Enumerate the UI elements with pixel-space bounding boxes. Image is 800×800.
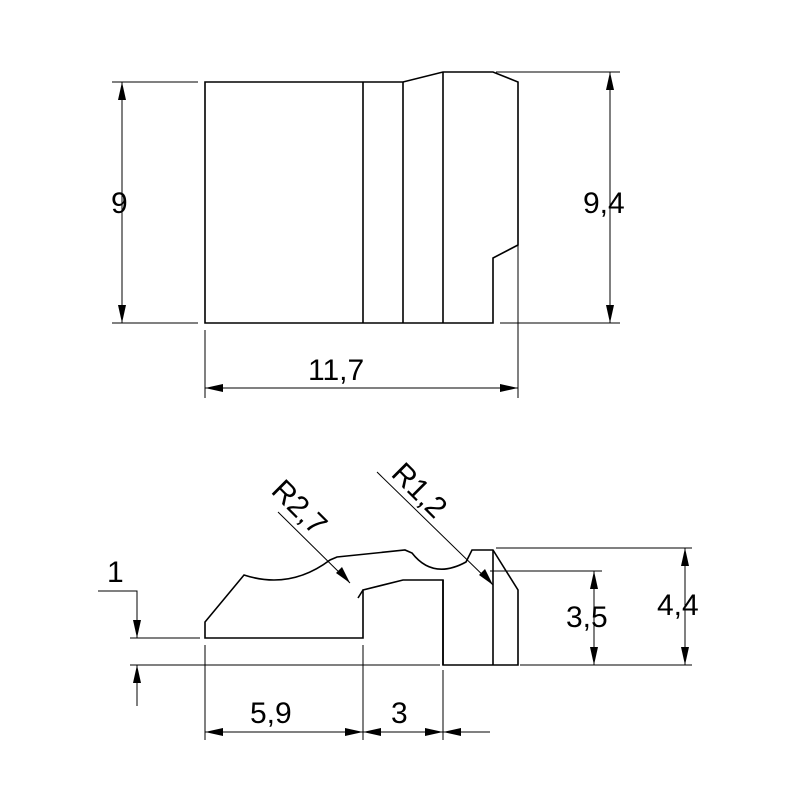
dim-width-3-label: 3	[391, 697, 408, 730]
dim-radius-1-2-label: R1,2	[385, 457, 453, 525]
dimension-widths: 5,9 3	[204, 645, 490, 740]
front-view-outline	[204, 549, 519, 666]
front-view: 1 R2,7 R1,2 3,5 4,4	[98, 457, 699, 740]
dim-height-9-4-label: 9,4	[583, 187, 625, 220]
dimension-height-9-4: 9,4	[496, 71, 625, 324]
dimension-height-9: 9	[111, 81, 198, 324]
top-view-outline	[204, 71, 519, 324]
dimension-offset-1: 1	[98, 556, 440, 706]
dimension-height-4-4: 4,4	[496, 547, 699, 666]
dimension-radius-2-7: R2,7	[265, 474, 351, 584]
dimension-height-3-5: 3,5	[490, 570, 608, 665]
dimension-length-11-7: 11,7	[204, 245, 519, 398]
dim-height-9-label: 9	[111, 187, 128, 220]
top-view: 9 9,4 11,7	[111, 71, 625, 398]
dim-width-5-9-label: 5,9	[250, 697, 292, 730]
dim-radius-2-7-label: R2,7	[265, 474, 333, 542]
dim-height-3-5-label: 3,5	[566, 601, 608, 634]
dim-offset-1-label: 1	[107, 556, 124, 589]
dim-height-4-4-label: 4,4	[657, 589, 699, 622]
dim-length-11-7-label: 11,7	[308, 354, 364, 387]
dimension-radius-1-2: R1,2	[376, 457, 494, 586]
